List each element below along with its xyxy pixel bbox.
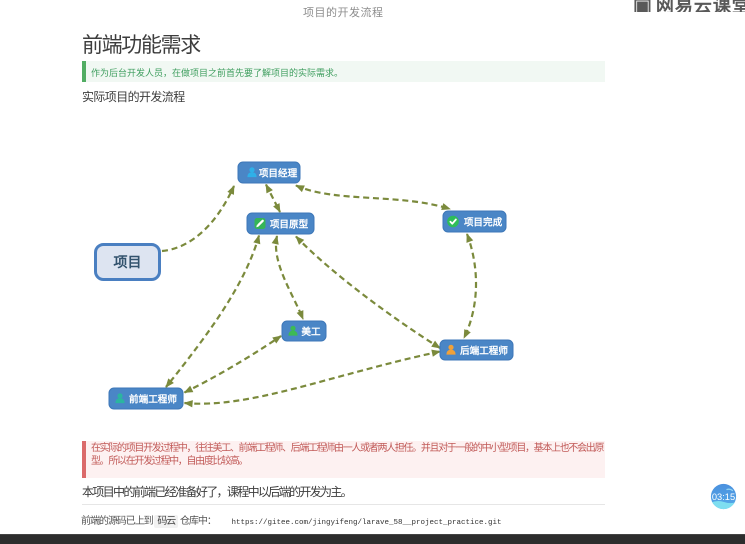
svg-text:项目: 项目 [114, 254, 142, 270]
svg-text:项目原型: 项目原型 [270, 219, 309, 231]
svg-text:项目经理: 项目经理 [259, 168, 298, 180]
svg-text:后端工程师: 后端工程师 [460, 345, 508, 357]
svg-text:03:15: 03:15 [712, 492, 735, 502]
svg-text:美工: 美工 [301, 326, 321, 338]
svg-text:前端工程师: 前端工程师 [129, 394, 177, 406]
svg-text:项目完成: 项目完成 [464, 217, 503, 229]
